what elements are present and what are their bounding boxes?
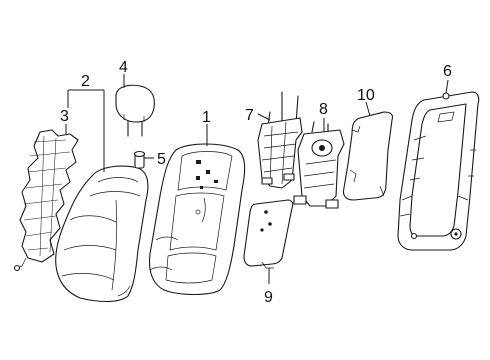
leader-10 (365, 101, 371, 117)
callout-labels: 1 2 3 4 5 6 7 8 9 10 (60, 59, 452, 306)
part-6-seat-back-frame (397, 91, 480, 251)
callout-7: 7 (245, 107, 254, 124)
callout-8: 8 (319, 101, 328, 118)
callout-10: 10 (357, 87, 375, 104)
part-3-heater-mat (13, 129, 79, 272)
callout-2: 2 (81, 73, 90, 90)
leader-2 (67, 89, 105, 172)
leader-6 (445, 79, 449, 94)
callout-5: 5 (157, 151, 166, 168)
part-2-seat-back-cover (55, 165, 149, 303)
leader-7 (257, 113, 271, 121)
part-10-back-pad (342, 111, 394, 201)
part-7-lumbar-support (257, 91, 303, 189)
part-9-lumbar-pad (243, 199, 294, 269)
callout-4: 4 (119, 59, 128, 76)
part-8-lumbar-motor (293, 121, 345, 209)
callout-9: 9 (264, 289, 273, 306)
part-1-seat-back-pad (148, 143, 246, 296)
leader-lines (65, 74, 449, 284)
part-4-headrest (115, 84, 155, 137)
callout-3: 3 (60, 108, 69, 125)
part-5-headrest-guide (133, 150, 146, 169)
callout-1: 1 (202, 109, 211, 126)
callout-6: 6 (443, 63, 452, 80)
